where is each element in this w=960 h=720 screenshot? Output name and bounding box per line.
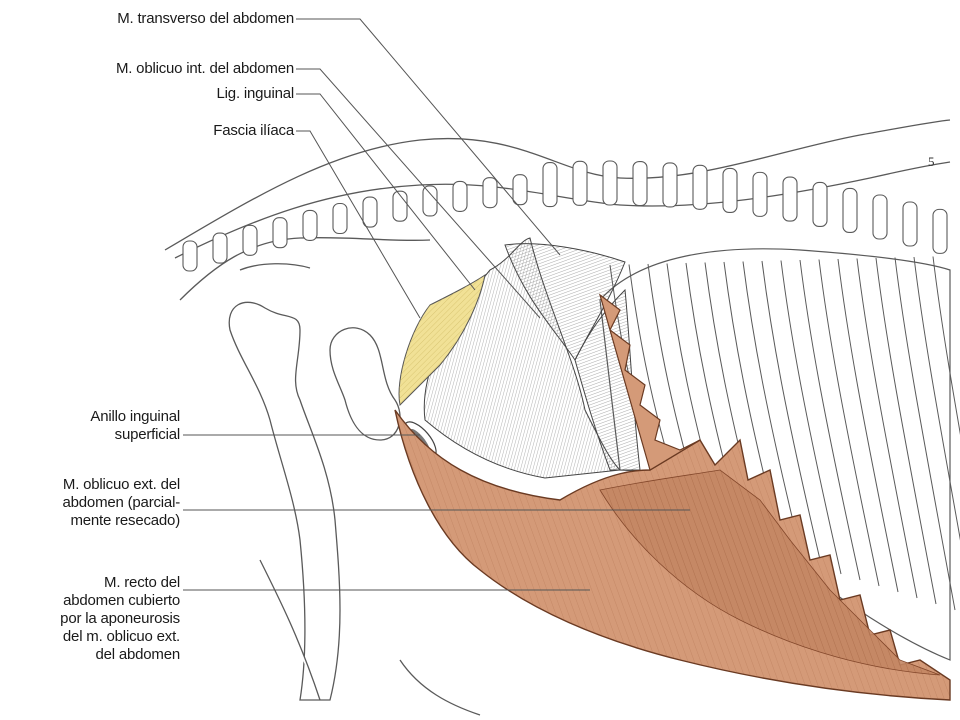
vertebra bbox=[302, 209, 318, 241]
leader-lines bbox=[183, 18, 690, 591]
leader-fascia-iliaca bbox=[296, 130, 421, 319]
label-lig-inguinal: Lig. inguinal bbox=[216, 85, 295, 102]
vertebra bbox=[512, 174, 528, 206]
vertebra bbox=[662, 162, 678, 208]
vertebra bbox=[242, 224, 258, 256]
label-anillo-line1: Anillo inguinal bbox=[90, 408, 180, 425]
vertebra bbox=[542, 162, 558, 208]
vertebra bbox=[572, 160, 588, 206]
vertebra bbox=[782, 176, 798, 222]
rib-line bbox=[837, 258, 899, 593]
vertebrae-group bbox=[182, 160, 948, 272]
leader-lig-inguinal bbox=[296, 93, 476, 291]
rib-line bbox=[932, 256, 960, 436]
leader-transverso bbox=[296, 18, 561, 256]
label-oblicuo-ext-line1: M. oblicuo ext. del bbox=[62, 476, 180, 493]
pelvis-femur-outline bbox=[228, 263, 481, 716]
spine-outline bbox=[164, 119, 951, 301]
rib-line bbox=[799, 259, 861, 581]
vertebra bbox=[872, 194, 888, 240]
vertebra bbox=[842, 187, 858, 233]
vertebra bbox=[422, 185, 438, 217]
rib-line bbox=[761, 260, 823, 569]
muscle-oblicuo-externo bbox=[394, 293, 951, 701]
vertebra bbox=[722, 167, 738, 213]
vertebra bbox=[932, 208, 948, 254]
rib-line bbox=[894, 257, 956, 611]
vertebra bbox=[182, 240, 198, 272]
vertebra bbox=[392, 190, 408, 222]
label-transverso: M. transverso del abdomen bbox=[117, 10, 294, 27]
leader-oblicuo-int bbox=[296, 68, 541, 319]
label-recto-line4: del m. oblicuo ext. bbox=[62, 628, 180, 645]
vertebra bbox=[692, 164, 708, 210]
vertebra bbox=[602, 160, 618, 206]
rib-line bbox=[818, 259, 880, 587]
rib-line bbox=[875, 257, 937, 605]
vertebra bbox=[332, 202, 348, 235]
vertebra bbox=[812, 181, 828, 227]
vertebra bbox=[212, 232, 228, 264]
vertebra bbox=[482, 177, 498, 209]
label-oblicuo-ext-line3: mente resecado) bbox=[70, 512, 180, 529]
label-anillo-inguinal: Anillo inguinal superficial bbox=[90, 408, 180, 444]
label-oblicuo-ext-line2: abdomen (parcial- bbox=[62, 494, 181, 511]
rib-line bbox=[856, 258, 918, 599]
vertebra bbox=[362, 196, 378, 228]
rib-line bbox=[913, 256, 960, 541]
vertebra bbox=[752, 171, 768, 217]
label-recto-line3: por la aponeurosis bbox=[60, 610, 180, 627]
vertebra bbox=[632, 161, 648, 207]
label-anillo-line2: superficial bbox=[114, 426, 181, 443]
label-recto-line5: del abdomen bbox=[95, 646, 180, 663]
vertebra bbox=[902, 201, 918, 247]
vertebra bbox=[452, 180, 468, 212]
vertebra-number: 5 bbox=[928, 154, 935, 169]
label-oblicuo-ext: M. oblicuo ext. del abdomen (parcial- me… bbox=[63, 476, 181, 530]
fascia-iliaca bbox=[398, 273, 486, 407]
label-recto: M. recto del abdomen cubierto por la apo… bbox=[60, 574, 180, 664]
label-recto-line1: M. recto del bbox=[104, 574, 180, 591]
rib-line bbox=[780, 260, 842, 575]
label-fascia-iliaca: Fascia ilíaca bbox=[213, 122, 294, 139]
label-oblicuo-int: M. oblicuo int. del abdomen bbox=[115, 60, 294, 77]
rib-line bbox=[742, 261, 804, 563]
label-recto-line2: abdomen cubierto bbox=[63, 592, 180, 609]
vertebra bbox=[272, 217, 288, 249]
